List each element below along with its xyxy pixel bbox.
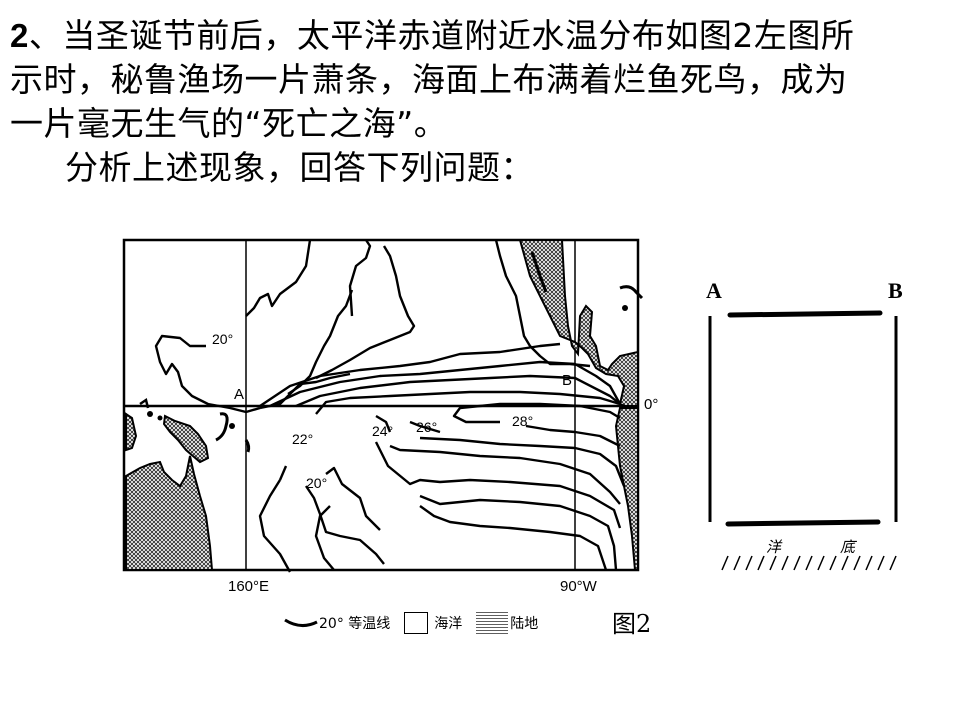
seabed-label-char2: 底 bbox=[840, 538, 856, 556]
section-box bbox=[708, 310, 898, 571]
question-text: 2、当圣诞节前后，太平洋赤道附近水温分布如图2左图所 示时，秘鲁渔场一片萧条，海… bbox=[10, 14, 950, 190]
legend-ocean: 海洋 bbox=[404, 612, 462, 634]
legend-land: 陆地 bbox=[476, 612, 538, 634]
isotherm-label-26: 26° bbox=[416, 419, 438, 435]
question-line-3: 一片毫无生气的“死亡之海”。 bbox=[10, 104, 448, 143]
map-legend: 20° 等温线 海洋 陆地 bbox=[283, 612, 552, 634]
section-label-a: A bbox=[706, 278, 722, 303]
point-b-label: B bbox=[562, 372, 573, 389]
isotherm-label-24: 24° bbox=[372, 423, 394, 439]
pacific-sst-map: 20° 22° 20° 24° 26° 28° A B 0° 160°E 90°… bbox=[120, 236, 660, 636]
cross-section-diagram: A B 洋 底 bbox=[700, 270, 920, 580]
isotherm-line-icon bbox=[284, 618, 318, 627]
question-line-1: 2、当圣诞节前后，太平洋赤道附近水温分布如图2左图所 bbox=[10, 16, 855, 55]
equator-label: 0° bbox=[644, 396, 659, 413]
point-a-label: A bbox=[234, 386, 245, 403]
meridian-160e-label: 160°E bbox=[228, 578, 270, 595]
legend-isotherm: 20° 等温线 bbox=[283, 613, 390, 633]
section-label-b: B bbox=[888, 278, 903, 303]
isotherm-label-20-south: 20° bbox=[306, 475, 328, 491]
meridian-90w-label: 90°W bbox=[560, 578, 597, 595]
seabed-hatch-icon bbox=[721, 555, 897, 571]
question-number: 2 bbox=[10, 17, 29, 54]
question-line-2: 示时，秘鲁渔场一片萧条，海面上布满着烂鱼死鸟，成为 bbox=[10, 60, 848, 99]
seabed-label-char1: 洋 bbox=[766, 538, 782, 556]
question-line-4: 分析上述现象，回答下列问题： bbox=[65, 148, 534, 187]
isotherm-label-22: 22° bbox=[292, 431, 314, 447]
isotherm-label-28: 28° bbox=[512, 413, 534, 429]
isotherm-label-20-north: 20° bbox=[212, 331, 234, 347]
land-swatch-icon bbox=[476, 612, 509, 634]
ocean-swatch-icon bbox=[404, 612, 429, 634]
figure-label: 图2 bbox=[612, 610, 652, 638]
map-drawing bbox=[122, 238, 644, 573]
